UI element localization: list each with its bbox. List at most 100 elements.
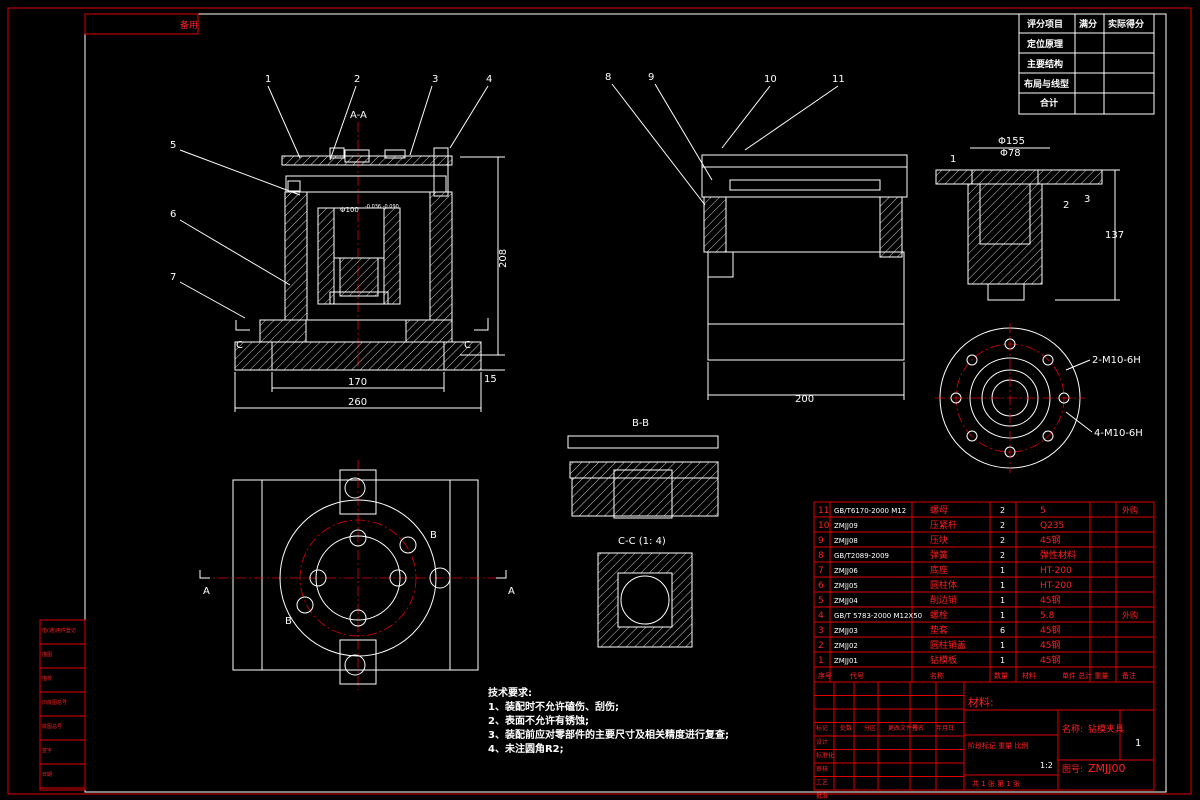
bom-header: 数量 (994, 671, 1008, 680)
bom-header: 材料 (1022, 671, 1036, 680)
bom-code: ZMJJ03 (834, 627, 858, 635)
bom-qty: 1 (1000, 581, 1005, 590)
tb-row-label: 分区 (864, 724, 876, 732)
bom-header: 序号 (818, 671, 832, 680)
bom-no: 8 (818, 551, 824, 561)
dim-260: 260 (348, 397, 367, 408)
bom-code: ZMJJ08 (834, 537, 858, 545)
balloon-9: 9 (648, 72, 654, 83)
bom-material: 45钢 (1040, 654, 1060, 666)
bom-code: GB/T6170-2000 M12 (834, 507, 906, 515)
dim-137: 137 (1105, 230, 1124, 241)
tb-row-label: 年月日 (936, 724, 954, 732)
bom-code: ZMJJ09 (834, 522, 858, 530)
cc-section-view: C-C (1: 4) (597, 536, 693, 648)
dim-d155: Φ155 (998, 136, 1025, 147)
bom-name: 弹簧 (930, 549, 948, 561)
score-row: 定位原理 (1026, 38, 1063, 50)
section-mark-b-left: B (285, 616, 292, 627)
balloon-4: 4 (486, 74, 492, 85)
bom-code: ZMJJ01 (834, 657, 858, 665)
balloon-7: 7 (170, 272, 176, 283)
name-value: 钻模夹具 (1088, 723, 1124, 735)
note-4-m10: 4-M10-6H (1094, 428, 1143, 439)
tb-row-label: 设计 (816, 738, 828, 746)
bom-no: 9 (818, 536, 824, 546)
dim-d78: Φ78 (1000, 148, 1021, 159)
bom-name: 螺母 (930, 505, 948, 516)
dim-h3: 3 (1084, 194, 1090, 205)
balloon-2: 2 (354, 74, 360, 85)
bom-material: HT-200 (1040, 581, 1072, 591)
bom-no: 3 (818, 626, 824, 636)
bom-material: Q235 (1040, 521, 1064, 531)
section-label-bb: B-B (632, 418, 649, 429)
bom-name: 螺栓 (930, 609, 948, 621)
title-block: 标记处数分区更改文件号签名年月日设计标准化审核工艺批准 材料: 名称: 钻模夹具… (813, 681, 1155, 800)
tech-title: 技术要求: (488, 686, 532, 699)
bom-header: 备注 (1122, 671, 1136, 680)
score-header-actual: 实际得分 (1108, 18, 1144, 30)
section-label-cc: C-C (1: 4) (618, 536, 666, 547)
bom-name: 钻模板 (930, 654, 957, 666)
dim-200: 200 (795, 394, 814, 405)
flange-top-view: 2-M10-6H 4-M10-6H (935, 323, 1143, 473)
bom-no: 5 (818, 596, 824, 606)
dim-d100: Φ100 (340, 206, 359, 214)
score-row: 布局与线型 (1023, 78, 1069, 90)
part-balloons: 1 2 3 4 5 6 7 8 9 10 11 (170, 72, 845, 283)
bom-material: 45钢 (1040, 594, 1060, 606)
name-label: 名称: (1062, 723, 1083, 735)
tb-row-label: 标记 (816, 724, 828, 732)
strip-label: 借(通)用件登记 (42, 627, 76, 634)
score-header-full: 满分 (1079, 18, 1097, 30)
bb-section-view: B-B (567, 418, 719, 519)
tb-row-label: 批准 (816, 792, 828, 800)
dim-170: 170 (348, 377, 367, 388)
strip-label: 签字 (42, 747, 52, 754)
bom-no: 6 (818, 581, 824, 591)
bom-name: 压紧杆 (930, 519, 957, 531)
balloon-8: 8 (605, 72, 611, 83)
tech-item-3: 3、装配前应对零部件的主要尺寸及相关精度进行复查; (488, 728, 729, 741)
bom-qty: 2 (1000, 536, 1005, 545)
bom-no: 1 (818, 656, 824, 666)
bom-qty: 1 (1000, 566, 1005, 575)
strip-label: 底图总号 (42, 723, 62, 730)
section-mark-c-left: C (236, 340, 243, 351)
bom-code: ZMJJ04 (834, 597, 858, 605)
sheet-info: 共 1 张 第 1 张 (972, 779, 1020, 788)
corner-tag-box (84, 13, 199, 35)
bom-qty: 2 (1000, 506, 1005, 515)
tb-row-label: 更改文件号 (888, 724, 918, 732)
bom-name: 圆柱体 (930, 579, 957, 591)
balloon-11: 11 (832, 74, 845, 85)
strip-label: 日期 (42, 772, 52, 778)
tb-row-label: 审核 (816, 765, 828, 773)
strip-label: 描校 (42, 675, 52, 682)
tb-row-label: 标准化 (816, 752, 834, 760)
bom-name: 垫套 (930, 624, 948, 636)
section-mark-a-left: A (203, 586, 210, 597)
bom-code: ZMJJ02 (834, 642, 858, 650)
bom-note: 外购 (1122, 505, 1138, 515)
bom-no: 11 (818, 506, 829, 516)
bom-qty: 1 (1000, 596, 1005, 605)
bom-name: 圆柱销盖 (930, 639, 966, 651)
drawing-no-label: 图号: (1062, 764, 1083, 775)
balloon-1: 1 (265, 74, 271, 85)
outer-border (7, 7, 1192, 795)
bom-name: 底座 (930, 564, 948, 576)
dim-15: 15 (484, 374, 497, 385)
sheet-count: 1 (1135, 738, 1141, 749)
bom-header: 名称 (930, 671, 944, 680)
note-2-m10: 2-M10-6H (1092, 355, 1141, 366)
bom-no: 2 (818, 641, 824, 651)
bom-code: ZMJJ05 (834, 582, 858, 590)
tech-item-1: 1、装配时不允许磕伤、刮伤; (488, 700, 619, 713)
dim-d100-tol: -0.036 -0.090 (365, 204, 399, 210)
side-view: 200 (611, 83, 908, 405)
bom-qty: 2 (1000, 521, 1005, 530)
balloon-5: 5 (170, 140, 176, 151)
